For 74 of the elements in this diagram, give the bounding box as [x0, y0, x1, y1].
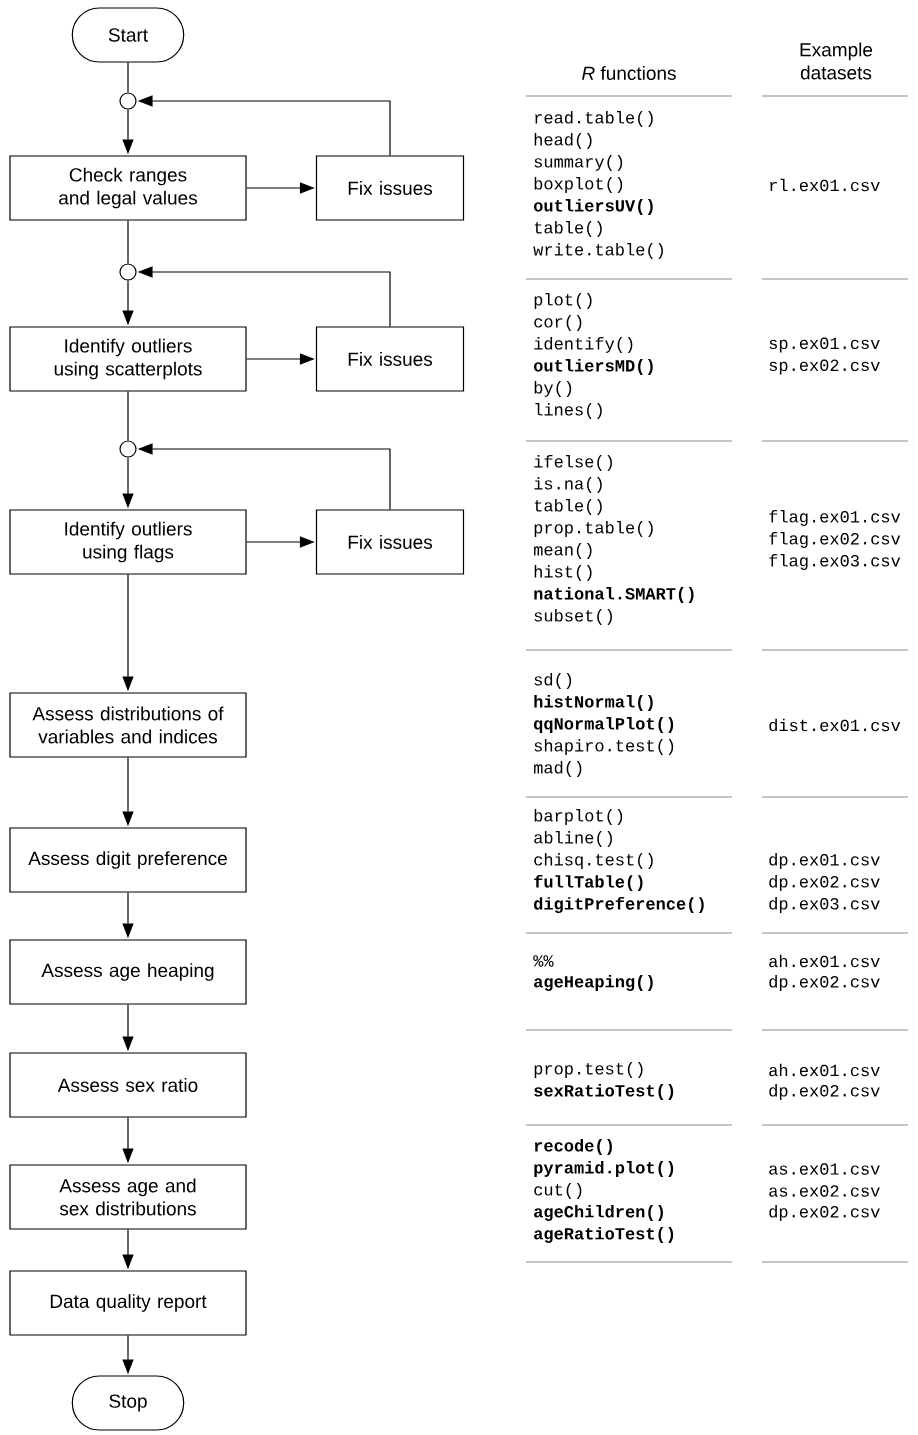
process-box: Check ranges and legal values [9, 155, 247, 221]
function-name: digitPreference() [534, 896, 704, 914]
column-header: Example datasets [800, 42, 873, 80]
file-name: ah.ex01.csv [769, 1063, 880, 1077]
function-name: mean() [534, 543, 592, 559]
function-name: prop.test() [534, 1062, 643, 1078]
file-name: as.ex02.csv [769, 1185, 880, 1197]
process-box: Identify outliers using flags [9, 509, 247, 575]
file-name: dp.ex01.csv [769, 853, 880, 869]
function-name: summary() [534, 155, 623, 171]
function-name: lines() [535, 403, 602, 419]
file-name: flag.ex03.csv [769, 554, 901, 570]
function-name: prop.table() [534, 521, 653, 537]
process-box: Assess age heaping [9, 939, 247, 1005]
file-name: dp.ex03.csv [769, 897, 880, 913]
function-name: fullTable() [534, 874, 643, 892]
file-name: dp.ex02.csv [769, 1205, 880, 1221]
function-name: subset() [534, 609, 612, 625]
function-name: histNormal() [534, 695, 653, 711]
function-name: cut() [534, 1183, 582, 1199]
process-box: Fix issues [315, 509, 465, 575]
function-name: sd() [534, 673, 572, 689]
function-name: ifelse() [534, 455, 612, 471]
file-name: dist.ex01.csv [769, 718, 901, 732]
process-box: Identify outliers using scatterplots [9, 326, 247, 392]
function-name: table() [534, 221, 602, 237]
file-name: dp.ex02.csv [769, 975, 880, 991]
function-name: ageRatioTest() [534, 1227, 674, 1243]
function-name: %% [533, 955, 554, 967]
process-box: Assess sex ratio [9, 1052, 247, 1118]
file-name: rl.ex01.csv [770, 178, 880, 192]
function-name: sexRatioTest() [534, 1084, 674, 1100]
function-name: by() [534, 381, 572, 397]
function-name: hist() [534, 565, 592, 581]
junction-circle [119, 440, 137, 458]
file-name: flag.ex02.csv [769, 532, 901, 548]
function-name: table() [534, 499, 602, 515]
process-box: Assess digit preference [9, 827, 247, 893]
process-box: Fix issues [315, 155, 465, 221]
function-name: ageChildren() [534, 1205, 663, 1221]
function-name: is.na() [534, 477, 602, 493]
file-name: sp.ex01.csv [769, 337, 880, 353]
function-name: plot() [534, 293, 592, 309]
function-name: qqNormalPlot() [534, 717, 674, 733]
function-name: shapiro.test() [534, 739, 674, 755]
file-name: flag.ex01.csv [769, 510, 901, 526]
function-name: mad() [534, 761, 582, 777]
function-name: outliersUV() [533, 199, 653, 215]
function-name: ageHeaping() [534, 975, 653, 991]
function-name: boxplot() [534, 177, 623, 193]
junction-circle [119, 263, 137, 281]
function-name: identify() [534, 337, 633, 353]
process-box: Assess age and sex distributions [9, 1164, 247, 1230]
function-name: recode() [534, 1139, 612, 1155]
function-name: outliersMD() [533, 359, 653, 375]
file-name: sp.ex02.csv [769, 359, 880, 375]
function-name: abline() [534, 831, 612, 847]
function-name: chisq.test() [534, 853, 653, 869]
junction-circle [119, 92, 137, 110]
function-name: national.SMART() [534, 587, 694, 603]
process-box: Data quality report [9, 1270, 247, 1336]
file-name: as.ex01.csv [769, 1163, 880, 1175]
process-box: Assess distributions of variables and indices [9, 692, 247, 758]
process-box: Fix issues [315, 326, 465, 392]
function-name: head() [534, 133, 592, 149]
file-name: dp.ex02.csv [769, 875, 880, 891]
function-name: cor() [534, 315, 582, 331]
file-name: dp.ex02.csv [769, 1084, 880, 1100]
function-name: read.table() [535, 111, 653, 127]
column-header: R functions [582, 66, 676, 80]
function-name: pyramid.plot() [534, 1161, 674, 1177]
file-name: ah.ex01.csv [769, 954, 880, 968]
function-name: barplot() [534, 809, 623, 825]
function-name: write.table() [533, 243, 663, 259]
